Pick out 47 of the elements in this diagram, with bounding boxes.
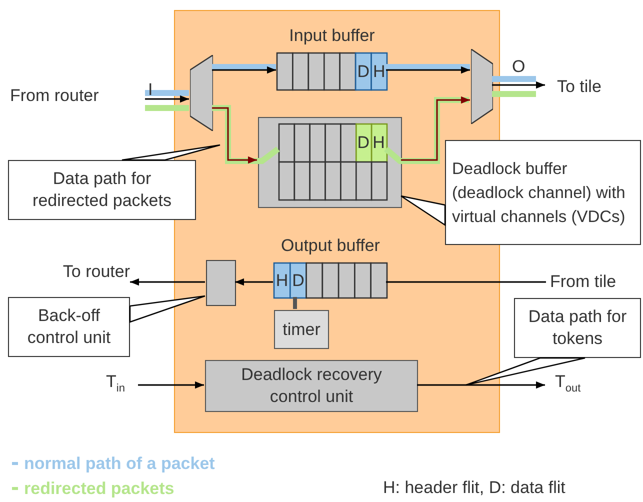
leader-line <box>121 144 221 161</box>
flit-label: D <box>291 270 306 290</box>
flit-label: D <box>356 132 370 152</box>
buffer-heading: Output buffer <box>280 236 381 256</box>
control-unit-box <box>205 360 418 412</box>
deadlock-buffer <box>258 117 402 208</box>
edge-label: I <box>148 80 153 100</box>
flit-label: H <box>274 270 290 290</box>
callout-text: Deadlock buffer (deadlock channel) with virtual channels (VDCs) <box>452 158 626 228</box>
port-label: To router <box>10 262 130 284</box>
arrow <box>145 95 189 103</box>
timer-box <box>274 310 329 349</box>
arrow <box>235 278 273 286</box>
port-label: To tile <box>545 77 620 101</box>
arrow <box>417 381 545 389</box>
box-text: Deadlock recovery control unit <box>240 364 383 408</box>
callout-text: Data path for redirected packets <box>32 168 172 212</box>
callout-text: Back-off control unit <box>26 305 112 349</box>
flit-label: D <box>356 62 371 82</box>
leader-line <box>400 195 446 226</box>
arrow <box>212 107 257 164</box>
leader-line <box>465 357 586 386</box>
arrow <box>401 96 470 161</box>
port-label: From router <box>10 86 145 110</box>
leader-line <box>129 295 206 323</box>
callout-text: Data path for tokens <box>527 306 628 350</box>
arrow <box>386 66 470 74</box>
legend-text: redirected packets <box>24 478 174 498</box>
arrow <box>130 278 205 286</box>
buffer-heading: Input buffer <box>288 26 376 46</box>
box-text: timer <box>282 318 320 340</box>
flit-label: H <box>372 132 386 152</box>
arrow <box>138 381 204 389</box>
control-unit-box <box>206 260 236 306</box>
arrow <box>492 81 545 89</box>
note-text: H: header flit, D: data flit <box>383 478 566 498</box>
connector-line <box>293 297 297 309</box>
flit-label: H <box>372 62 386 82</box>
connector-line <box>386 281 546 283</box>
edge-label: O <box>512 57 526 77</box>
legend-text: normal path of a packet <box>24 454 215 474</box>
port-label: From tile <box>546 272 643 294</box>
arrow <box>212 66 276 74</box>
port-label: T$_{out}$ <box>545 372 595 400</box>
port-label: T$_{in}$ <box>106 372 138 400</box>
callout-box <box>8 297 130 357</box>
callout-box <box>445 140 641 245</box>
